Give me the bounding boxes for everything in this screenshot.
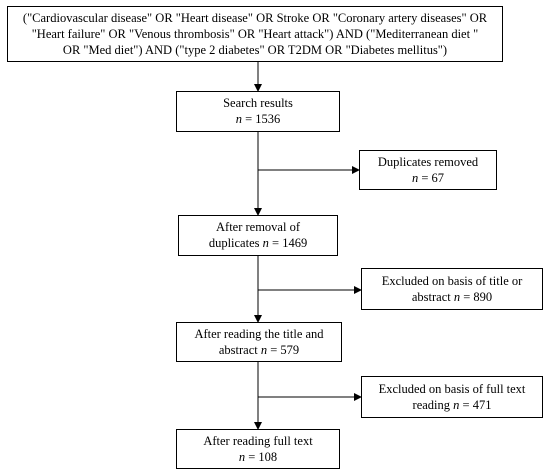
step-label: Search results — [223, 96, 293, 110]
exclusion-label: Excluded on basis of title or — [381, 274, 523, 288]
search-results-box: Search results n = 1536 — [176, 91, 340, 132]
exclusion-count: abstract n = 890 — [411, 290, 493, 304]
step-count: n = 108 — [238, 450, 278, 464]
step-count: n = 1536 — [235, 112, 281, 126]
step-label: After removal of — [216, 220, 300, 234]
query-line-1: ("Cardiovascular disease" OR "Heart dise… — [22, 11, 488, 25]
after-full-text-box: After reading full text n = 108 — [176, 429, 340, 469]
duplicates-removed-box: Duplicates removed n = 67 — [359, 150, 497, 190]
query-line-3: OR "Med diet") AND ("type 2 diabetes" OR… — [62, 43, 448, 57]
step-label: After reading the title and — [194, 327, 324, 341]
exclusion-label: Duplicates removed — [377, 155, 479, 169]
query-line-2: "Heart failure" OR "Venous thrombosis" O… — [31, 27, 479, 41]
exclusion-label: Excluded on basis of full text — [378, 382, 526, 396]
excluded-full-text-box: Excluded on basis of full text reading n… — [361, 376, 543, 418]
step-label: After reading full text — [203, 434, 313, 448]
step-count: duplicates n = 1469 — [208, 236, 308, 250]
after-title-abstract-box: After reading the title and abstract n =… — [176, 322, 342, 362]
exclusion-count: reading n = 471 — [412, 398, 492, 412]
after-removal-box: After removal of duplicates n = 1469 — [178, 215, 338, 256]
step-count: abstract n = 579 — [218, 343, 300, 357]
excluded-title-abstract-box: Excluded on basis of title or abstract n… — [361, 268, 543, 310]
query-box: ("Cardiovascular disease" OR "Heart dise… — [7, 6, 503, 62]
exclusion-count: n = 67 — [411, 171, 445, 185]
